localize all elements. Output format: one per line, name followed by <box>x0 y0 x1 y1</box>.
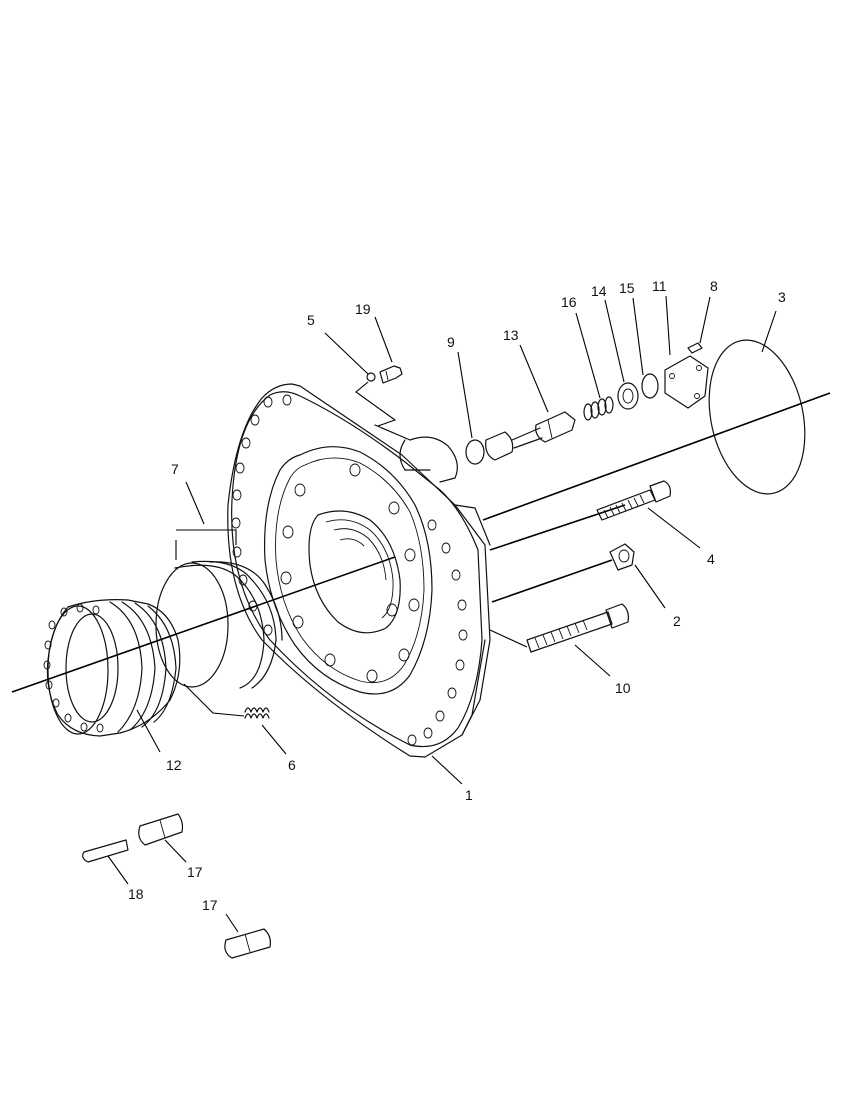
callout-9: 9 <box>447 334 455 350</box>
seal-rings <box>155 529 283 689</box>
callout-17-upper: 17 <box>187 864 203 880</box>
pin-18 <box>82 839 129 863</box>
callout-15: 15 <box>619 280 635 296</box>
inner-ring-holes <box>280 463 420 683</box>
axis-bolt-2 <box>491 559 613 603</box>
callout-1: 1 <box>465 787 473 803</box>
callout-7: 7 <box>171 461 179 477</box>
housing-flange <box>227 383 491 758</box>
callout-19: 19 <box>355 301 371 317</box>
snap-ring-15 <box>641 373 659 399</box>
long-bolt-4 <box>596 480 671 521</box>
hub-assembly <box>43 599 181 737</box>
sleeve-17-lower <box>224 928 271 959</box>
screw-8 <box>687 342 703 354</box>
callout-10: 10 <box>615 680 631 696</box>
axis-bolt-4 <box>489 504 626 551</box>
callout-labels: 1 2 3 4 5 6 7 8 9 10 11 12 13 14 15 16 1… <box>128 278 786 913</box>
callout-11: 11 <box>652 278 667 294</box>
bolt-19 <box>366 365 403 384</box>
cover-plate-11 <box>664 355 709 409</box>
callout-6: 6 <box>288 757 296 773</box>
callout-4: 4 <box>707 551 715 567</box>
callout-16: 16 <box>561 294 577 310</box>
callout-12: 12 <box>166 757 182 773</box>
callout-3: 3 <box>778 289 786 305</box>
spring-part <box>244 707 270 719</box>
hub-bolt-holes <box>43 603 104 733</box>
callout-2: 2 <box>673 613 681 629</box>
valve-spool-13 <box>485 411 576 461</box>
callout-14: 14 <box>591 283 607 299</box>
callout-5: 5 <box>307 312 315 328</box>
spring-16 <box>583 396 614 421</box>
o-ring-9 <box>465 439 485 465</box>
long-bolt-10 <box>489 603 629 653</box>
sleeve-17-upper <box>138 813 184 846</box>
callout-8: 8 <box>710 278 718 294</box>
main-axis-left <box>11 556 396 693</box>
gasket-3 <box>708 339 806 495</box>
leader-lines <box>107 295 777 933</box>
plug-2 <box>609 543 635 571</box>
washer-14 <box>617 382 639 410</box>
callout-13: 13 <box>503 327 519 343</box>
callout-18: 18 <box>128 886 144 902</box>
callout-17-lower: 17 <box>202 897 218 913</box>
main-axis-right <box>482 392 831 521</box>
